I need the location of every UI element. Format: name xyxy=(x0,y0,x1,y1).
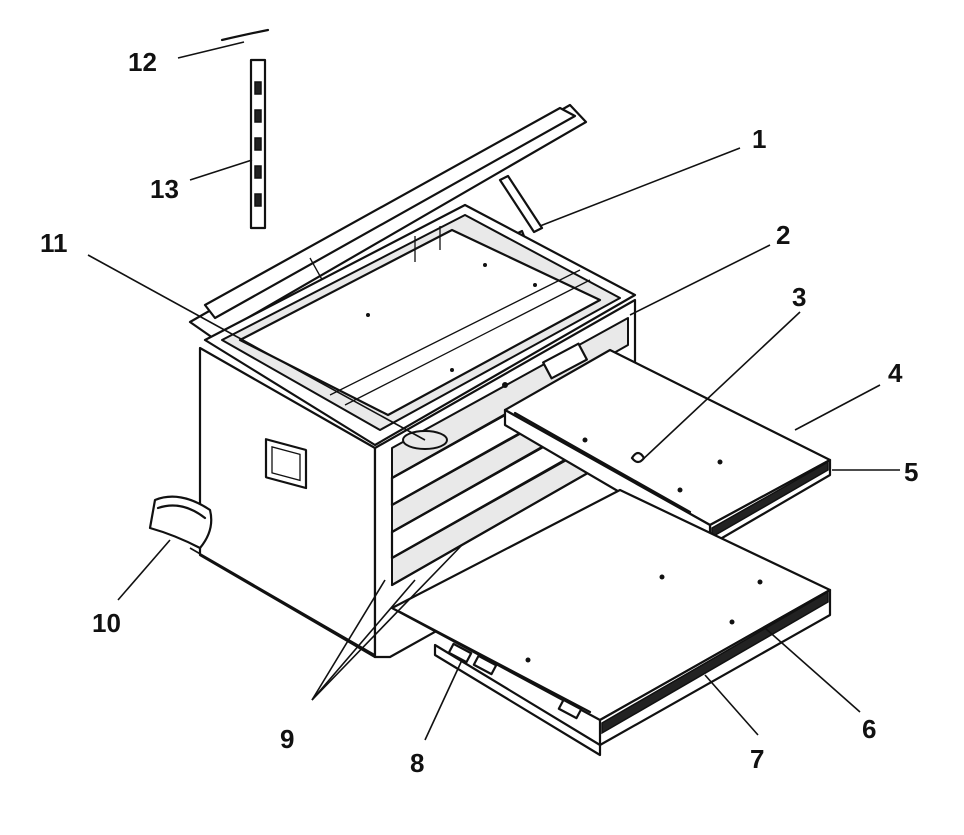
callout-13: 13 xyxy=(150,174,179,204)
chest-top-till xyxy=(203,203,637,447)
side-handle xyxy=(148,495,213,550)
callout-labels: 12 13 1 11 2 3 4 5 10 6 9 8 7 xyxy=(40,47,918,778)
callout-1: 1 xyxy=(752,124,766,154)
leader-lines xyxy=(87,41,900,741)
hinge-pin xyxy=(220,28,270,42)
piano-hinge-strip xyxy=(249,58,267,230)
callout-4: 4 xyxy=(888,358,903,388)
chest-lid xyxy=(188,103,588,340)
callout-7: 7 xyxy=(750,744,764,774)
callout-3: 3 xyxy=(792,282,806,312)
callout-8: 8 xyxy=(410,748,424,778)
callout-10: 10 xyxy=(92,608,121,638)
callout-11: 11 xyxy=(40,228,68,258)
callout-5: 5 xyxy=(904,457,918,487)
callout-2: 2 xyxy=(776,220,790,250)
callout-9: 9 xyxy=(280,724,294,754)
lower-drawer xyxy=(390,488,832,757)
callout-6: 6 xyxy=(862,714,876,744)
callout-12: 12 xyxy=(128,47,157,77)
